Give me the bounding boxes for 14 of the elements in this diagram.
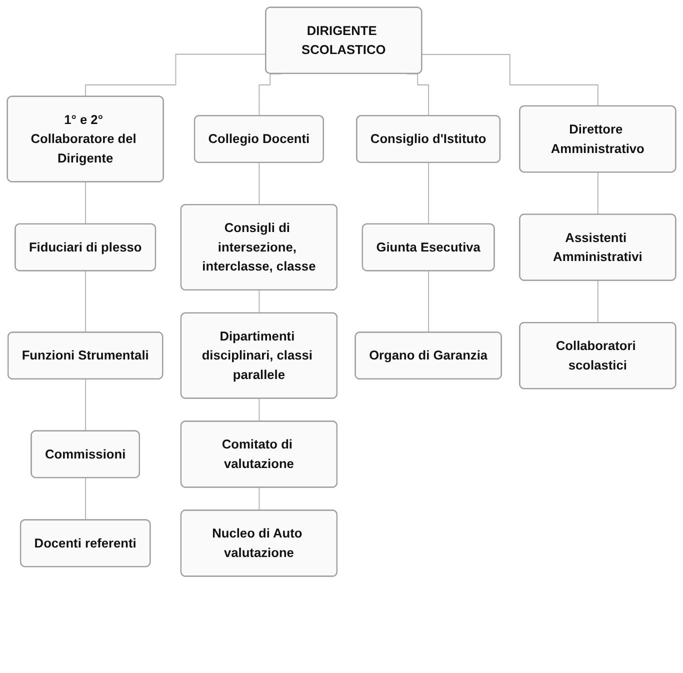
connector	[85, 378, 86, 432]
connector	[85, 478, 86, 521]
connector	[258, 398, 260, 422]
connector	[597, 280, 599, 324]
connector	[422, 54, 599, 107]
connector	[597, 172, 599, 216]
connector	[85, 270, 86, 334]
connector	[428, 270, 430, 334]
connector	[258, 290, 260, 314]
connector	[85, 182, 86, 225]
connector	[258, 162, 260, 206]
connector	[428, 162, 430, 225]
connector	[258, 487, 260, 512]
connector	[85, 54, 267, 98]
